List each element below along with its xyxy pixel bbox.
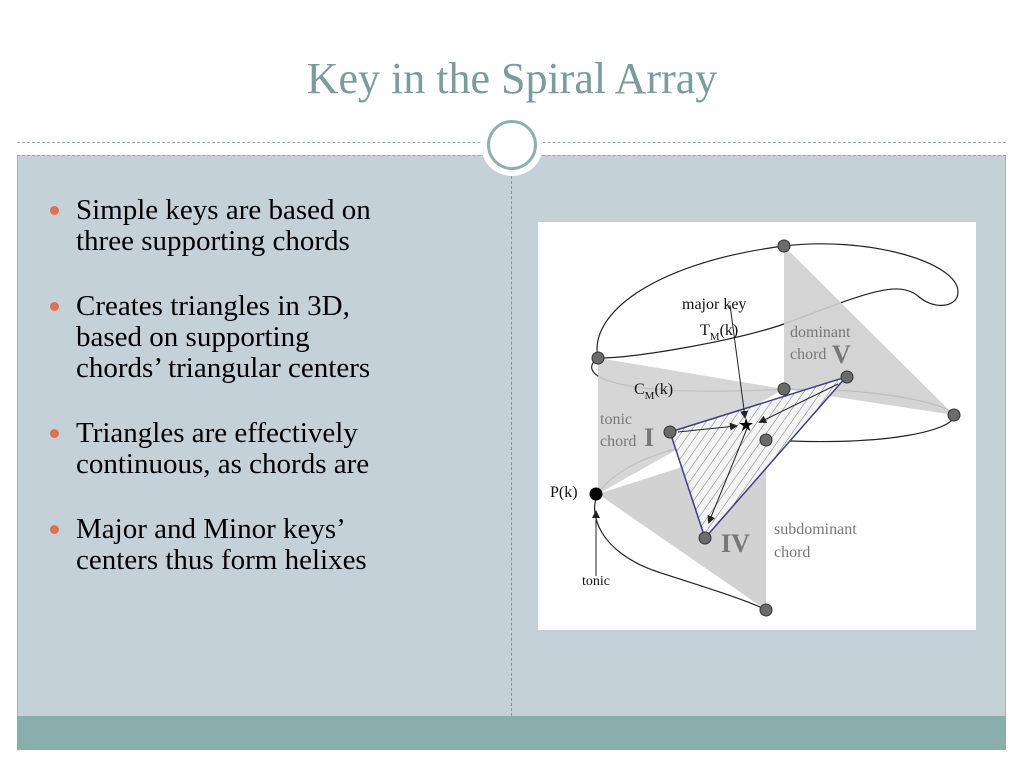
spiral-array-figure: major key TM(k) dominant chord V CM(k) t… <box>538 222 976 630</box>
bullet-line: Major and Minor keys’ <box>76 513 346 545</box>
tm-sub: M <box>710 331 720 343</box>
pk-label: P(k) <box>550 484 578 501</box>
column-divider <box>511 176 512 716</box>
tonic-chord-word: chord <box>600 433 636 450</box>
bullet-item: Creates triangles in 3D, based on suppor… <box>48 291 498 384</box>
bullet-line: Simple keys are based on <box>76 194 371 226</box>
pitch-node <box>777 239 791 253</box>
bullet-line: chords’ triangular centers <box>76 352 371 384</box>
subdominant-chord-label: chord <box>774 544 810 561</box>
footer-bar <box>17 716 1006 750</box>
pitch-node <box>947 408 961 422</box>
tm-main: T <box>700 322 710 339</box>
chord-center-node <box>840 370 854 384</box>
centroid-arrow <box>677 422 738 433</box>
cm-main: C <box>634 381 645 398</box>
subdominant-numeral: IV <box>721 529 750 558</box>
centroid-arrow <box>758 383 839 423</box>
tm-label: TM(k) <box>700 322 738 343</box>
bullet-item: Triangles are effectively continuous, as… <box>48 418 498 480</box>
tonic-pitch-node <box>589 487 603 501</box>
bullet-item: Simple keys are based on three supportin… <box>48 195 498 257</box>
centroid-arrow <box>729 304 749 419</box>
chord-center-node <box>663 425 677 439</box>
bullet-line: Triangles are effectively <box>76 417 358 449</box>
pitch-node <box>759 603 773 617</box>
tonic-chord-label: tonic <box>600 411 632 428</box>
bullet-line: centers thus form helixes <box>76 544 367 576</box>
bullet-item: Major and Minor keys’ centers thus form … <box>48 514 498 576</box>
bullet-dot-icon <box>50 206 59 215</box>
bullet-dot-icon <box>50 525 59 534</box>
cm-label: CM(k) <box>634 381 673 402</box>
dominant-label: dominant <box>790 324 851 341</box>
pitch-node <box>591 351 605 365</box>
dominant-numeral: V <box>832 340 851 369</box>
chord-center-node <box>698 531 712 545</box>
bullet-list: Simple keys are based on three supportin… <box>48 195 498 610</box>
dominant-triangle <box>784 246 954 415</box>
bullet-dot-icon <box>50 302 59 311</box>
key-center-star-icon: ★ <box>738 415 754 435</box>
cm-sub: M <box>645 390 655 402</box>
tm-arg: (k) <box>720 322 739 339</box>
slide-title: Key in the Spiral Array <box>306 54 718 103</box>
pitch-node <box>777 382 791 396</box>
pitch-node <box>759 433 773 447</box>
bullet-line: three supporting chords <box>76 225 350 257</box>
major-key-label: major key <box>682 296 746 313</box>
spiral-curve <box>596 243 959 359</box>
bullet-line: continuous, as chords are <box>76 448 370 480</box>
dominant-chord-label: chord <box>790 346 826 363</box>
tonic-arrow-label: tonic <box>582 574 610 589</box>
spiral-array-diagram: major key TM(k) dominant chord V CM(k) t… <box>550 239 961 617</box>
key-triangle <box>669 375 849 540</box>
title-ornament-ring <box>487 120 537 170</box>
tonic-numeral: I <box>644 423 654 452</box>
bullet-line: based on supporting <box>76 321 310 353</box>
centroid-arrow <box>707 425 749 524</box>
bullet-line: Creates triangles in 3D, <box>76 290 350 322</box>
subdominant-label: subdominant <box>774 521 857 538</box>
bullet-dot-icon <box>50 429 59 438</box>
cm-arg: (k) <box>654 381 673 398</box>
